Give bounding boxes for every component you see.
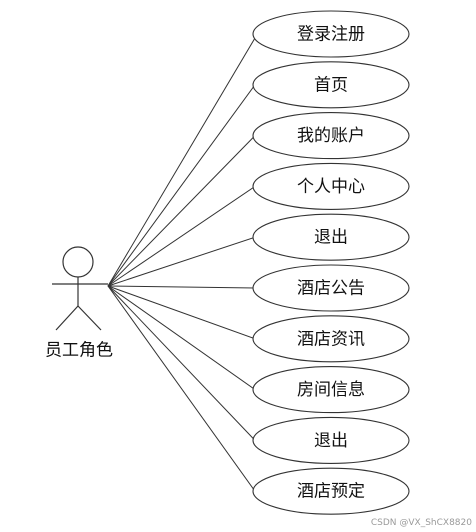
use-case-ellipse <box>252 366 410 414</box>
use-case-label: 退出 <box>314 431 348 451</box>
association-line <box>107 37 256 287</box>
use-case-label: 退出 <box>314 228 348 248</box>
use-case-ellipse <box>252 467 410 515</box>
use-case-label: 酒店资讯 <box>297 329 365 349</box>
use-case-label: 登录注册 <box>297 25 365 45</box>
actor-figure <box>52 246 108 331</box>
association-line <box>107 84 256 287</box>
association-line <box>107 285 256 289</box>
use-case: 酒店预定 <box>252 467 410 515</box>
use-case-ellipse <box>252 10 410 58</box>
association-line <box>107 285 256 441</box>
use-case-ellipse <box>252 416 410 464</box>
use-case: 首页 <box>252 61 410 109</box>
use-case: 我的账户 <box>252 112 410 160</box>
use-case-label: 酒店公告 <box>297 279 365 299</box>
watermark: CSDN @VX_ShCX8820 <box>370 518 472 528</box>
actor-right-leg <box>77 305 102 331</box>
use-case: 酒店公告 <box>252 264 410 312</box>
use-case-ellipse <box>252 112 410 160</box>
use-case: 退出 <box>252 213 410 261</box>
association-line <box>107 285 256 340</box>
actor-label: 员工角色 <box>45 341 113 361</box>
use-case: 退出 <box>252 416 410 464</box>
association-line <box>107 285 256 492</box>
use-case: 个人中心 <box>252 162 410 210</box>
association-line <box>107 236 256 287</box>
use-case-label: 首页 <box>314 75 348 95</box>
use-case-ellipse <box>252 162 410 210</box>
association-line <box>107 285 256 391</box>
actor-left-leg <box>55 305 79 331</box>
association-lines <box>107 37 256 492</box>
use-case-ellipse <box>252 315 410 363</box>
use-case-ellipse <box>252 213 410 261</box>
use-case: 酒店资讯 <box>252 315 410 363</box>
use-case-label: 酒店预定 <box>297 482 365 502</box>
association-line <box>107 185 256 287</box>
use-case-label: 个人中心 <box>297 177 365 197</box>
use-case: 房间信息 <box>252 366 410 414</box>
association-line <box>107 135 256 287</box>
use-case-ellipse <box>252 61 410 109</box>
use-case-ellipse <box>252 264 410 312</box>
use-case-label: 我的账户 <box>297 126 365 146</box>
use-case-label: 房间信息 <box>297 380 365 400</box>
actor-head <box>62 246 94 278</box>
use-case: 登录注册 <box>252 10 410 58</box>
